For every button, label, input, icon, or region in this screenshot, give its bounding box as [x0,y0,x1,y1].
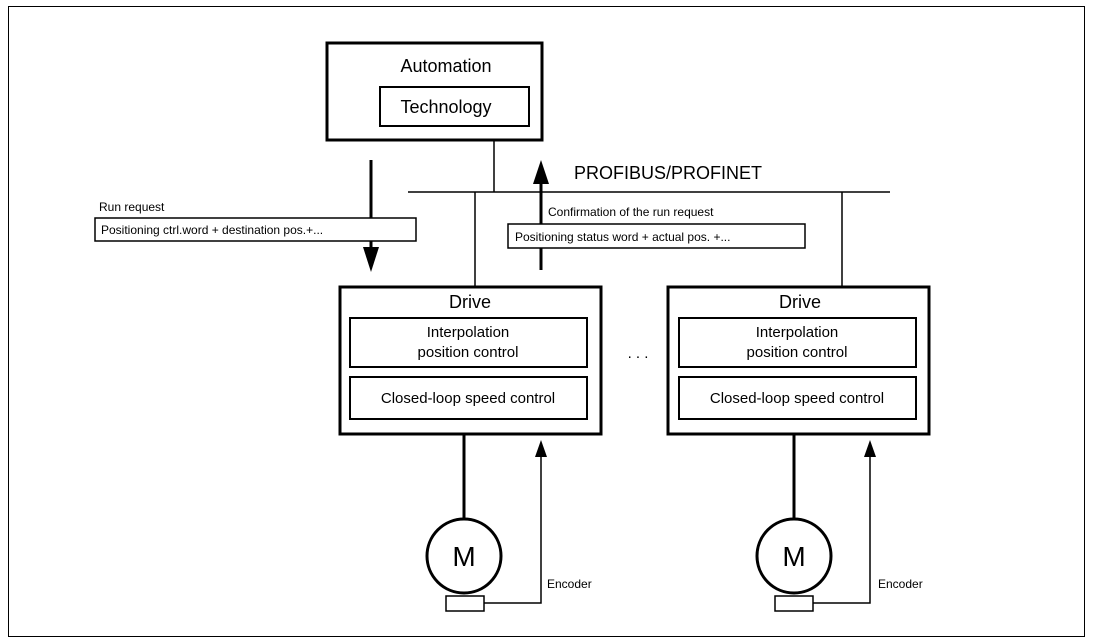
run-request-label: Run request [99,200,165,214]
drive-2-speed-control-label: Closed-loop speed control [710,390,884,407]
drive-2-feedback-arrowhead [864,440,876,457]
drive-2-motor-label: M [782,541,805,572]
drive-1-interpolation-line1: Interpolation [427,324,510,341]
automation-title: Automation [400,56,491,76]
drive-2-encoder-feedback [813,455,871,604]
confirmation-label: Confirmation of the run request [548,205,714,219]
drive-2-speed-control-box [678,376,917,420]
bus-label: PROFIBUS/PROFINET [574,163,762,183]
drive-2-encoder [774,595,814,612]
technology-label: Technology [400,97,491,117]
ellipsis: . . . [628,345,649,362]
drive-1-interpolation-box [349,317,588,368]
drive-2-encoder-label: Encoder [878,577,923,591]
drive-1-encoder-label: Encoder [547,577,592,591]
drive-1: Drive Interpolation position control Clo… [338,285,603,612]
drive-1-encoder-feedback [484,455,542,604]
confirmation-box [507,223,806,249]
drive-1-speed-control-label: Closed-loop speed control [381,390,555,407]
automation-block: Automation Technology [325,41,544,142]
confirmation-content: Positioning status word + actual pos. +.… [515,230,730,244]
run-request-arrowhead [363,247,379,272]
drive-1-interpolation-line2: position control [418,344,519,361]
bus: PROFIBUS/PROFINET [408,140,890,287]
run-request-box [94,217,417,242]
drive-2: Drive Interpolation position control Clo… [666,285,931,612]
drive-2-interpolation-box [678,317,917,368]
drive-2-title: Drive [779,292,821,312]
run-request: Run request Positioning ctrl.word + dest… [94,160,417,272]
drive-1-motor-label: M [452,541,475,572]
drive-2-interpolation-line2: position control [747,344,848,361]
drive-1-motor [425,517,503,595]
outer-frame [8,6,1085,637]
run-request-content: Positioning ctrl.word + destination pos.… [101,223,323,237]
drive-1-title: Drive [449,292,491,312]
technology-box [379,86,530,127]
drive-2-interpolation-line1: Interpolation [756,324,839,341]
drive-1-speed-control-box [349,376,588,420]
confirmation-arrowhead [533,160,549,184]
drive-1-feedback-arrowhead [535,440,547,457]
drive-1-encoder [445,595,485,612]
drive-2-motor [755,517,833,595]
confirmation: Confirmation of the run request Position… [507,160,806,270]
